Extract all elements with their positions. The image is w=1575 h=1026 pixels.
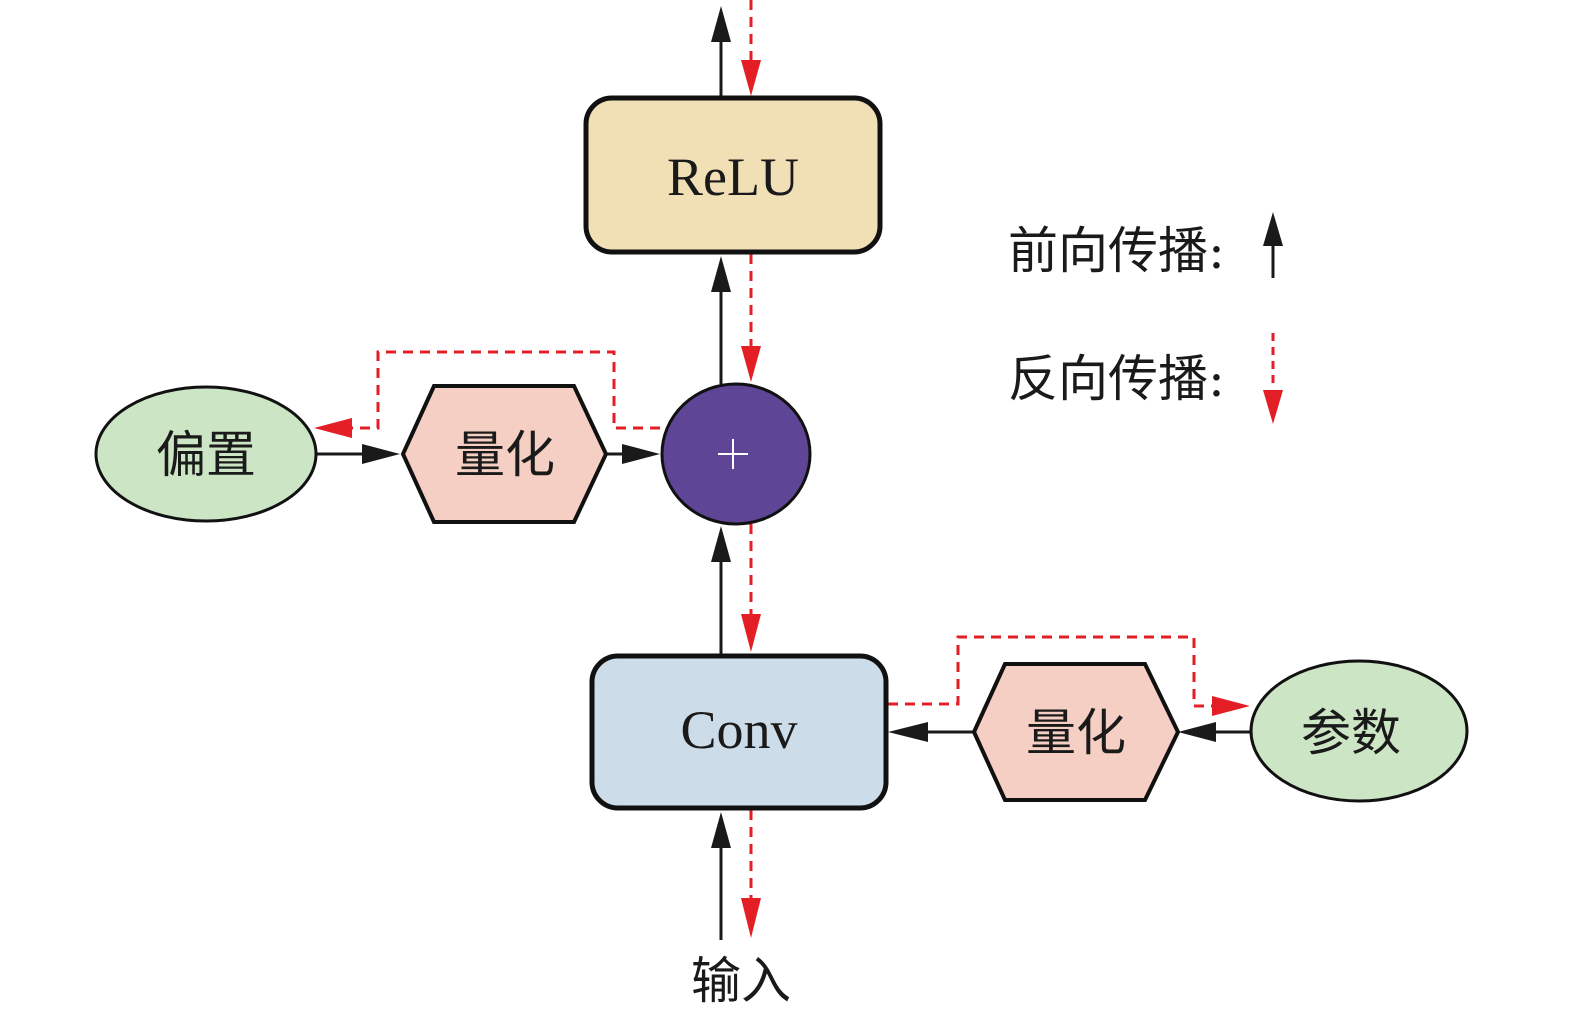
param-label: 参数 [1301, 704, 1401, 762]
forward-edge-input-conv [711, 812, 731, 940]
plus-icon [718, 439, 748, 469]
conv-node: Conv [589, 653, 889, 811]
forward-edge-conv-add [711, 526, 731, 654]
relu-node: ReLU [583, 95, 883, 255]
quant-bias-label: 量化 [455, 426, 555, 484]
input-label: 输入 [691, 952, 791, 1010]
backward-edge-conv-input [741, 810, 761, 938]
backward-edge-relu-add [741, 254, 761, 382]
bias-label: 偏置 [156, 426, 256, 484]
forward-edge-quant-add [606, 444, 660, 464]
legend-backward-label: 反向传播: [1008, 350, 1225, 408]
forward-edge-add-relu [711, 256, 731, 384]
backward-arrow-icon [1263, 333, 1283, 424]
backward-edge-add-conv [741, 524, 761, 652]
forward-edge-relu-output [711, 6, 731, 98]
quant-param-node: 量化 [971, 662, 1181, 802]
bias-node: 偏置 [94, 385, 318, 523]
param-node: 参数 [1249, 659, 1469, 803]
quant-param-label: 量化 [1026, 704, 1126, 762]
backward-edge-add-bias [314, 350, 660, 438]
quant-bias-node: 量化 [400, 384, 609, 524]
backward-edge-conv-param [888, 635, 1250, 716]
legend-forward: 前向传播: [1008, 212, 1283, 280]
legend-forward-label: 前向传播: [1008, 222, 1225, 280]
relu-label: ReLU [667, 147, 799, 207]
conv-label: Conv [680, 700, 797, 760]
forward-arrow-icon [1263, 212, 1283, 278]
backward-edge-output-relu [741, 0, 761, 96]
legend-backward: 反向传播: [1008, 333, 1283, 424]
forward-edge-bias-quant [316, 444, 400, 464]
forward-edge-param-quant [1178, 722, 1252, 742]
legend: 前向传播: 反向传播: [1008, 212, 1283, 424]
add-node [660, 382, 812, 526]
forward-edge-quant-conv [888, 722, 974, 742]
